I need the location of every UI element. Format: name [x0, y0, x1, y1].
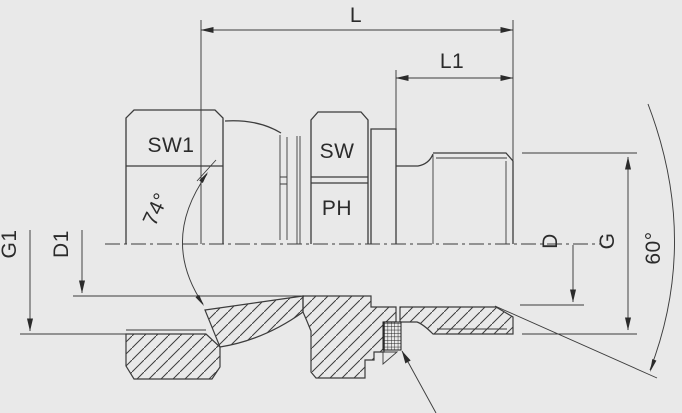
thread-root-line — [432, 155, 507, 244]
section-nut — [125, 333, 221, 380]
dimension-G: G — [522, 152, 637, 335]
dimension-angle-60: 60° — [642, 103, 675, 372]
hex-outline — [310, 111, 369, 244]
dim-label-D: D — [539, 233, 562, 249]
flange-outline — [370, 128, 397, 244]
label-sw1: SW1 — [147, 134, 194, 157]
label-sw: SW — [320, 140, 355, 163]
dimension-G1: G1 — [0, 229, 206, 335]
angle-arc-60 — [647, 103, 675, 371]
section-stud — [399, 306, 514, 335]
nut-outline — [125, 109, 224, 244]
seal-leader-line — [401, 350, 437, 413]
arrow-60 — [650, 359, 657, 372]
section-nose-cone — [204, 295, 304, 348]
ext-lines-G — [522, 152, 637, 335]
seal-pocket-edge — [382, 351, 399, 365]
arrow-74-top — [199, 172, 208, 183]
ext-lines-L — [200, 20, 514, 244]
neck-lines — [279, 135, 301, 244]
dim-label-D1: D1 — [50, 230, 73, 258]
dim-label-L1: L1 — [440, 50, 464, 73]
nut-back-arc — [224, 120, 282, 134]
seal-ring — [382, 321, 402, 351]
dim-label-G: G — [596, 233, 619, 250]
hex-lines — [311, 176, 368, 184]
dim-label-G1: G1 — [0, 229, 21, 258]
dim-label-74: 74° — [139, 189, 174, 229]
dimension-angle-74: 74° — [139, 159, 217, 306]
label-ph: PH — [322, 197, 352, 220]
angle-arc-74 — [182, 173, 208, 305]
upper-outline — [125, 109, 514, 244]
thread-od-line — [433, 152, 514, 162]
dimension-L1: L1 — [395, 50, 514, 129]
seat-cone-reference-line — [494, 305, 658, 379]
arrow-74-bottom — [195, 294, 204, 306]
dim-label-L: L — [350, 4, 362, 27]
dimension-D: D — [520, 233, 584, 306]
section-view — [125, 295, 658, 380]
dim-label-60: 60° — [642, 231, 665, 264]
dimension-L: L — [200, 4, 514, 244]
section-body — [302, 295, 397, 379]
thread-runout — [396, 153, 434, 167]
dimension-D1: D1 — [50, 230, 303, 297]
cone-tick-74 — [196, 159, 217, 182]
